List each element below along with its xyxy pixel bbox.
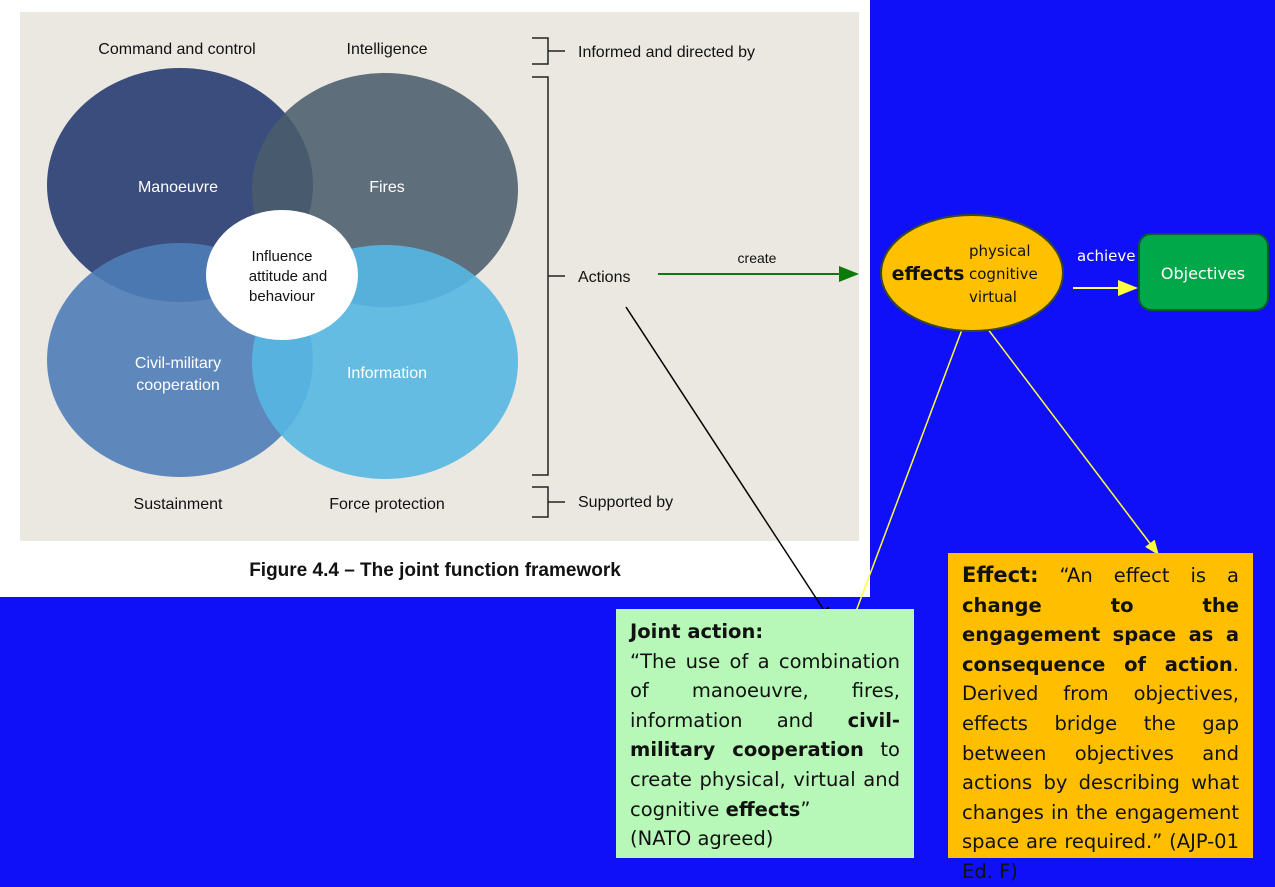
label-intelligence: Intelligence [347, 41, 428, 58]
effect-type-cognitive: cognitive [969, 265, 1038, 283]
influence-circle [206, 210, 358, 340]
label-actions: Actions [578, 269, 630, 286]
effect-definition: Effect: “An effect is a change to the en… [948, 553, 1253, 883]
effects-ellipse [880, 214, 1064, 332]
label-civil-2: cooperation [136, 377, 220, 394]
joint-action-title: Joint action: [630, 620, 764, 643]
figure-caption: Figure 4.4 – The joint function framewor… [249, 560, 621, 581]
joint-action-definition: Joint action: “The use of a combination … [616, 609, 914, 858]
label-supported: Supported by [578, 494, 673, 511]
label-civil-1: Civil-military [135, 355, 221, 372]
label-information: Information [347, 365, 427, 382]
label-command-control: Command and control [98, 41, 255, 58]
objectives-label: Objectives [1161, 264, 1245, 283]
label-force-protection: Force protection [329, 496, 445, 513]
objectives-box [1138, 233, 1269, 311]
label-sustainment: Sustainment [134, 496, 223, 513]
effects-label: effects [892, 263, 965, 285]
framework-diagram: Command and control Intelligence Informe… [20, 12, 859, 541]
label-influence-1: Influence [252, 248, 313, 265]
achieve-label: achieve [1077, 247, 1135, 265]
effect-title: Effect: [962, 563, 1039, 587]
joint-action-source: (NATO agreed) [630, 827, 774, 851]
effects-to-definition-arrow [977, 315, 1159, 556]
label-informed: Informed and directed by [578, 44, 755, 61]
joint-action-text: “The use of a combination of manoeuvre, … [630, 649, 900, 821]
effect-type-virtual: virtual [969, 288, 1017, 306]
label-fires: Fires [369, 179, 405, 196]
effect-type-physical: physical [969, 242, 1031, 260]
label-influence-3: behaviour [249, 288, 315, 305]
joint-function-framework-figure: Command and control Intelligence Informe… [0, 0, 870, 597]
label-manoeuvre: Manoeuvre [138, 179, 218, 196]
brackets [532, 37, 565, 518]
label-influence-2: attitude and [249, 268, 327, 285]
